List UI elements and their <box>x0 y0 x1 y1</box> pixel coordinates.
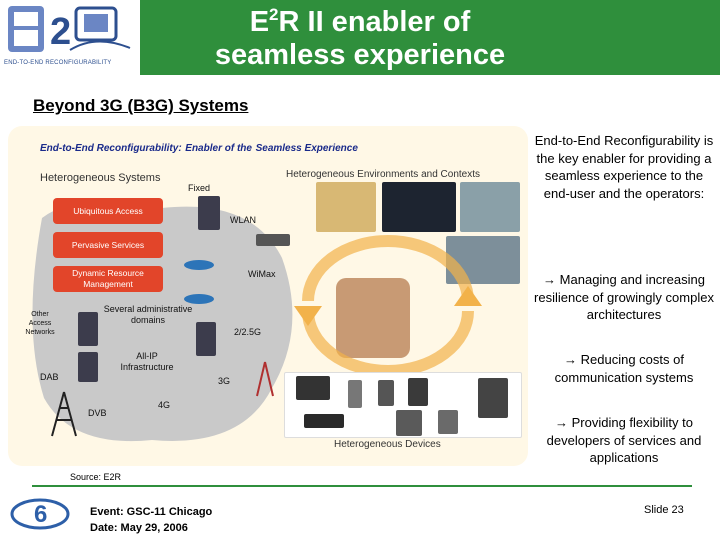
arrow-icon: → <box>543 272 556 287</box>
bullet-managing: → Managing and increasing resilience of … <box>534 271 714 324</box>
source-note: Source: E2R <box>70 472 121 482</box>
e2r-logo-icon: 2 <box>6 4 134 56</box>
event-info: Event: GSC-11 Chicago Date: May 29, 2006 <box>90 504 212 536</box>
heterogeneous-devices-label: Heterogeneous Devices <box>334 439 441 450</box>
several-admin-label: Several administrative domains <box>103 304 193 326</box>
g25-label: 2/2.5G <box>234 327 261 338</box>
arrow-icon: → <box>564 352 577 367</box>
wimax-label: WiMax <box>248 269 276 280</box>
gsc-logo-icon: 6 <box>10 494 70 534</box>
server-icon <box>78 352 98 382</box>
server-icon <box>78 312 98 346</box>
reconfigurability-diagram: End-to-End Reconfigurability: Enabler of… <box>8 126 528 466</box>
svg-text:2: 2 <box>50 11 71 53</box>
dynamic-resource-management-box: Dynamic Resource Management <box>53 266 163 292</box>
logo-subtext: END-TO-END RECONFIGURABILITY <box>4 60 112 66</box>
cycle-arrows-icon <box>288 226 488 376</box>
building-image <box>460 182 520 232</box>
bullet-flexibility: → Providing flexibility to developers of… <box>534 414 714 467</box>
mobile-phone-icon <box>348 380 362 408</box>
all-ip-label: All-IP Infrastructure <box>112 351 182 373</box>
server-icon <box>198 196 220 230</box>
pervasive-services-box: Pervasive Services <box>53 232 163 258</box>
g3-label: 3G <box>218 376 230 387</box>
g4-label: 4G <box>158 400 170 411</box>
ubiquitous-access-box: Ubiquitous Access <box>53 198 163 224</box>
fixed-label: Fixed <box>188 183 210 194</box>
wlan-label: WLAN <box>230 215 256 226</box>
antenna-tower-icon <box>44 388 84 438</box>
arrow-icon: → <box>555 415 568 430</box>
dvb-label: DVB <box>88 408 107 419</box>
cell-tower-icon <box>252 358 278 398</box>
switch-icon <box>184 260 214 270</box>
other-access-label: Other Access Networks <box>20 310 60 337</box>
router-device-icon <box>304 414 344 428</box>
footer-divider <box>32 485 692 487</box>
heterogeneous-environments-label: Heterogeneous Environments and Contexts <box>286 169 480 180</box>
mp3-player-icon <box>438 410 458 434</box>
e2r-logo: 2 END-TO-END RECONFIGURABILITY <box>0 0 140 75</box>
section-subtitle: Beyond 3G (B3G) Systems <box>33 96 248 116</box>
svg-text:6: 6 <box>34 501 47 528</box>
page-title: E2R II enabler of seamless experience <box>150 6 570 72</box>
smartphone-icon <box>408 378 428 406</box>
switch-icon <box>184 294 214 304</box>
laptop-icon <box>296 376 330 400</box>
handheld-icon <box>396 410 422 436</box>
header-bar: 2 END-TO-END RECONFIGURABILITY E2R II en… <box>0 0 720 75</box>
bullet-reducing-costs: → Reducing costs of communication system… <box>534 351 714 386</box>
heterogeneous-systems-label: Heterogeneous Systems <box>40 172 160 184</box>
desktop-pc-icon <box>478 378 508 418</box>
diagram-title: End-to-End Reconfigurability: Enabler of… <box>40 139 358 154</box>
car-image <box>382 182 456 232</box>
pda-icon <box>378 380 394 406</box>
house-image <box>316 182 376 232</box>
dab-label: DAB <box>40 372 59 383</box>
server-icon <box>196 322 216 356</box>
slide-number: Slide 23 <box>644 504 684 516</box>
router-icon <box>256 234 290 246</box>
intro-text: End-to-End Reconfigurability is the key … <box>534 132 714 202</box>
